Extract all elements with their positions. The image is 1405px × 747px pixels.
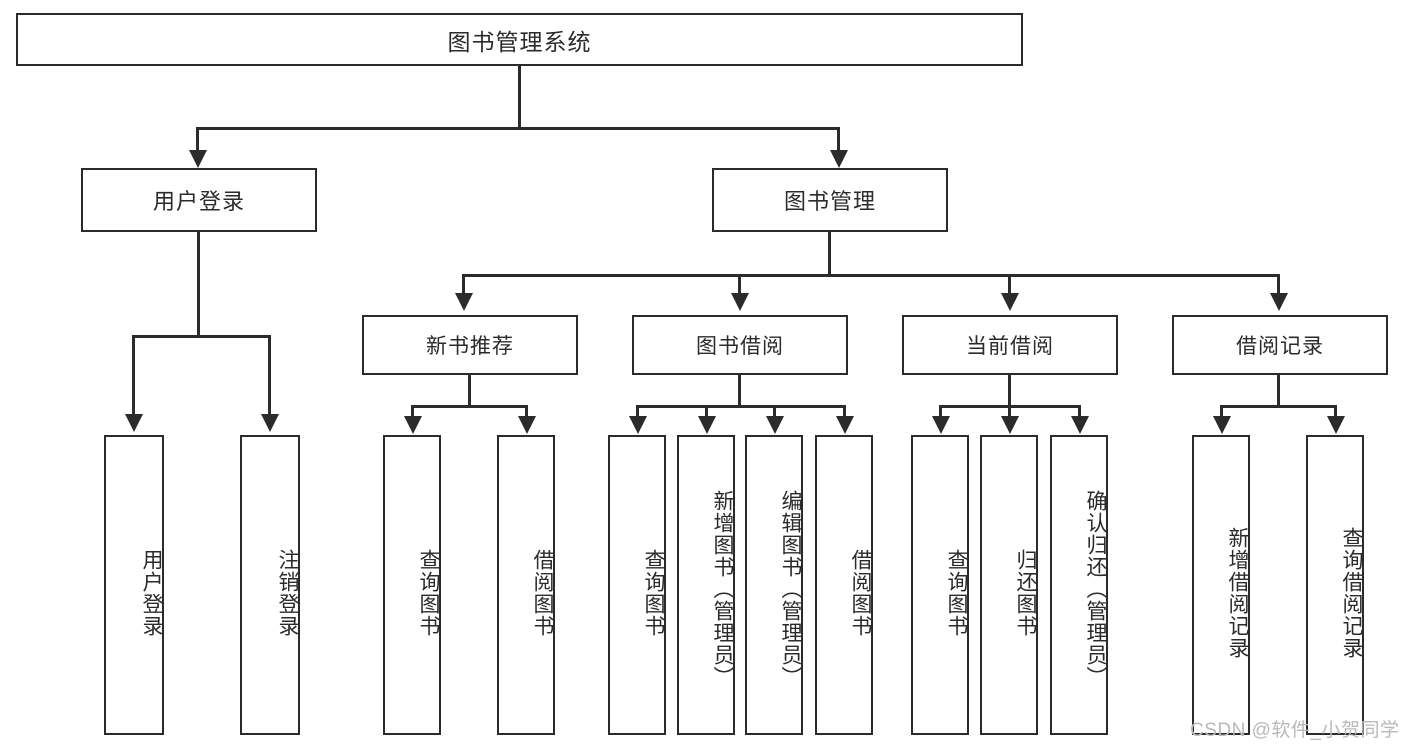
node-book-management[interactable]: 图书管理 bbox=[712, 168, 948, 232]
leaf-cb-confirm-return-admin[interactable]: 确认归还（管理员） bbox=[1050, 435, 1108, 735]
connector-user-login-bus bbox=[132, 335, 271, 338]
arrow-nbr-to-leaf1 bbox=[404, 416, 422, 434]
connector-bb-to-leaf3 bbox=[773, 405, 776, 419]
connector-book-manage-stem bbox=[828, 232, 831, 276]
arrow-root-to-user-login bbox=[189, 150, 207, 168]
connector-nbr-to-leaf2 bbox=[525, 405, 528, 419]
node-label: 查询图书 bbox=[945, 549, 968, 637]
connector-bm-to-new-book bbox=[462, 274, 465, 296]
node-label: 图书管理 bbox=[783, 189, 876, 214]
connector-book-manage-bus bbox=[462, 274, 1280, 277]
node-label: 归还图书 bbox=[1014, 549, 1037, 637]
leaf-user-login-logout[interactable]: 注销登录 bbox=[240, 435, 300, 735]
node-label: 新书推荐 bbox=[426, 335, 514, 358]
connector-user-login-to-leaf1 bbox=[132, 335, 135, 417]
node-label: 注销登录 bbox=[276, 549, 299, 637]
arrow-bm-to-borrow-record bbox=[1270, 293, 1288, 311]
node-label: 编辑图书（管理员） bbox=[779, 490, 802, 688]
node-label: 当前借阅 bbox=[966, 335, 1054, 358]
connector-root-to-book-manage bbox=[837, 127, 840, 155]
node-label: 借阅图书 bbox=[849, 549, 872, 637]
node-label: 新增图书（管理员） bbox=[711, 490, 734, 688]
connector-root-stem bbox=[518, 66, 521, 128]
connector-nbr-to-leaf1 bbox=[411, 405, 414, 419]
leaf-br-add-record[interactable]: 新增借阅记录 bbox=[1192, 435, 1250, 735]
arrow-bm-to-current-borrow bbox=[1001, 293, 1019, 311]
arrow-cb-to-leaf3 bbox=[1071, 416, 1089, 434]
connector-bm-to-book-borrow bbox=[738, 274, 741, 296]
connector-br-to-leaf1 bbox=[1220, 405, 1223, 419]
arrow-cb-to-leaf1 bbox=[932, 416, 950, 434]
node-label: 借阅图书 bbox=[531, 549, 554, 637]
connector-bm-to-borrow-record bbox=[1277, 274, 1280, 296]
connector-br-bus bbox=[1220, 405, 1337, 408]
arrow-nbr-to-leaf2 bbox=[518, 416, 536, 434]
node-label: 新增借阅记录 bbox=[1226, 527, 1249, 659]
connector-root-bus bbox=[196, 127, 840, 130]
leaf-bb-edit-book-admin[interactable]: 编辑图书（管理员） bbox=[745, 435, 803, 735]
leaf-bb-add-book-admin[interactable]: 新增图书（管理员） bbox=[677, 435, 735, 735]
leaf-nbr-query-book[interactable]: 查询图书 bbox=[383, 435, 441, 735]
leaf-bb-query-book[interactable]: 查询图书 bbox=[608, 435, 666, 735]
connector-user-login-stem bbox=[197, 232, 200, 336]
connector-cb-to-leaf3 bbox=[1078, 405, 1081, 419]
arrow-bb-to-leaf1 bbox=[629, 416, 647, 434]
node-label: 查询借阅记录 bbox=[1340, 527, 1363, 659]
leaf-user-login-login[interactable]: 用户登录 bbox=[104, 435, 164, 735]
connector-cb-to-leaf2 bbox=[1008, 405, 1011, 419]
leaf-nbr-borrow-book[interactable]: 借阅图书 bbox=[497, 435, 555, 735]
node-label: 查询图书 bbox=[642, 549, 665, 637]
leaf-br-query-record[interactable]: 查询借阅记录 bbox=[1306, 435, 1364, 735]
connector-bb-to-leaf2 bbox=[705, 405, 708, 419]
node-label: 图书管理系统 bbox=[447, 28, 592, 55]
leaf-cb-query-book[interactable]: 查询图书 bbox=[911, 435, 969, 735]
arrow-user-login-to-leaf2 bbox=[261, 414, 279, 432]
connector-br-stem bbox=[1277, 375, 1280, 407]
arrow-bm-to-book-borrow bbox=[731, 293, 749, 311]
node-root-system[interactable]: 图书管理系统 bbox=[16, 13, 1023, 66]
arrow-br-to-leaf1 bbox=[1213, 416, 1231, 434]
arrow-user-login-to-leaf1 bbox=[125, 414, 143, 432]
arrow-bm-to-new-book bbox=[455, 293, 473, 311]
connector-bb-to-leaf1 bbox=[636, 405, 639, 419]
node-label: 借阅记录 bbox=[1236, 335, 1324, 358]
arrow-br-to-leaf2 bbox=[1327, 416, 1345, 434]
node-label: 确认归还（管理员） bbox=[1084, 490, 1107, 688]
connector-bb-to-leaf4 bbox=[843, 405, 846, 419]
connector-cb-stem bbox=[1008, 375, 1011, 407]
node-label: 用户登录 bbox=[140, 549, 163, 637]
leaf-cb-return-book[interactable]: 归还图书 bbox=[980, 435, 1038, 735]
leaf-bb-borrow-book[interactable]: 借阅图书 bbox=[815, 435, 873, 735]
node-label: 用户登录 bbox=[152, 189, 245, 214]
arrow-bb-to-leaf3 bbox=[766, 416, 784, 434]
connector-bb-bus bbox=[636, 405, 846, 408]
node-user-login[interactable]: 用户登录 bbox=[81, 168, 317, 232]
node-new-book-recommend[interactable]: 新书推荐 bbox=[362, 315, 578, 375]
arrow-bb-to-leaf4 bbox=[836, 416, 854, 434]
node-current-borrow[interactable]: 当前借阅 bbox=[902, 315, 1118, 375]
connector-bb-stem bbox=[738, 375, 741, 407]
connector-nbr-bus bbox=[411, 405, 528, 408]
node-book-borrow[interactable]: 图书借阅 bbox=[632, 315, 848, 375]
connector-user-login-to-leaf2 bbox=[268, 335, 271, 417]
connector-root-to-user-login bbox=[196, 127, 199, 155]
connector-br-to-leaf2 bbox=[1334, 405, 1337, 419]
node-borrow-record[interactable]: 借阅记录 bbox=[1172, 315, 1388, 375]
arrow-bb-to-leaf2 bbox=[698, 416, 716, 434]
connector-cb-to-leaf1 bbox=[939, 405, 942, 419]
arrow-cb-to-leaf2 bbox=[1001, 416, 1019, 434]
connector-nbr-stem bbox=[468, 375, 471, 407]
connector-bm-to-current-borrow bbox=[1008, 274, 1011, 296]
arrow-root-to-book-manage bbox=[830, 150, 848, 168]
node-label: 图书借阅 bbox=[696, 335, 784, 358]
node-label: 查询图书 bbox=[417, 549, 440, 637]
